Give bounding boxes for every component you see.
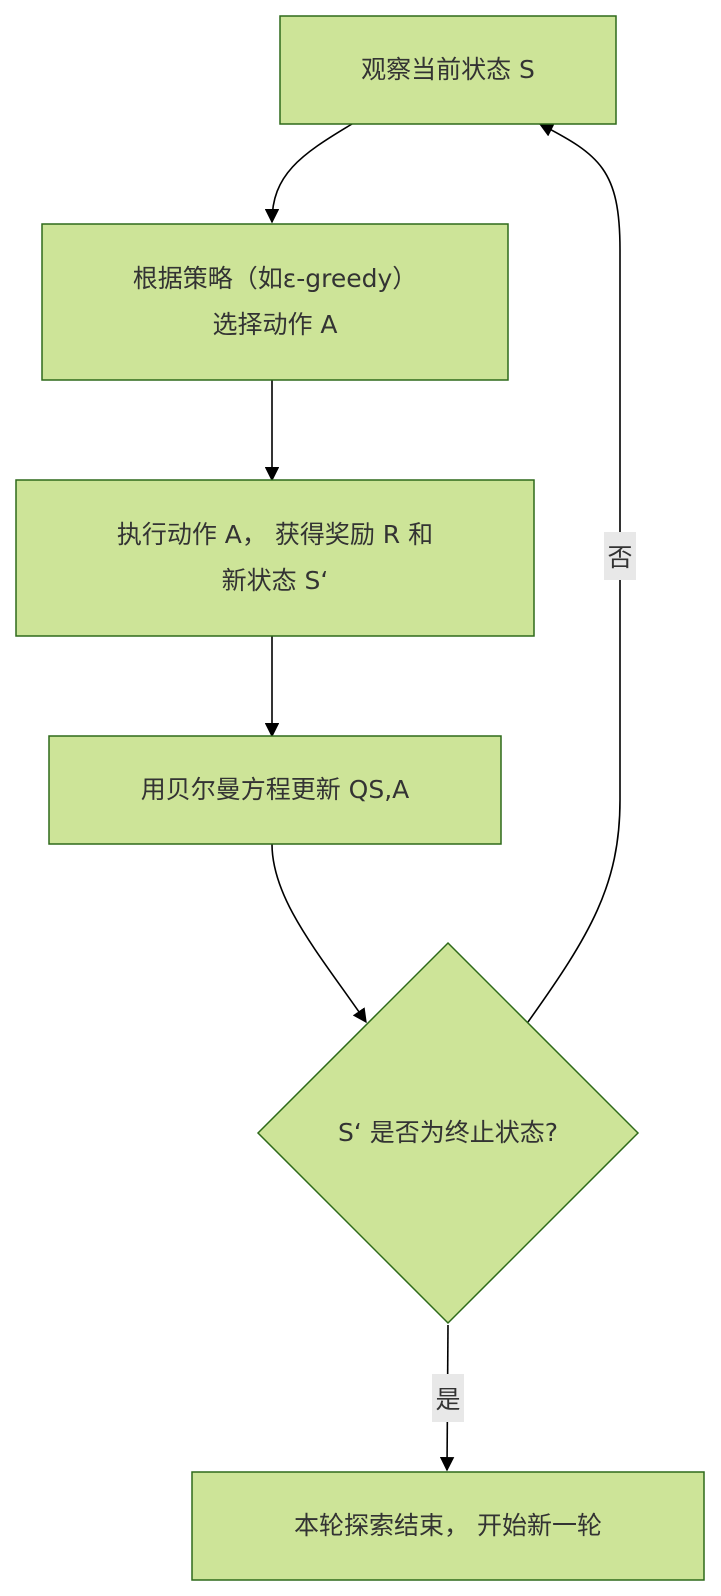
node-observe-state[interactable]: [279, 15, 617, 125]
node-choose-action[interactable]: [41, 223, 509, 381]
node-end-episode[interactable]: [191, 1471, 705, 1581]
node-execute-action[interactable]: [15, 479, 535, 637]
node-choose-action-label: 根据策略（如ε-greedy） 选择动作 A: [132, 264, 418, 339]
edge-label-yes: 是: [432, 1374, 464, 1422]
edge-label-no: 否: [604, 532, 636, 580]
node-end-episode-label: 本轮探索结束， 开始新一轮: [294, 1511, 602, 1540]
node-update-q[interactable]: [48, 735, 502, 845]
edge-update-to-decision: [271, 843, 367, 1024]
node-execute-action-label: 执行动作 A， 获得奖励 R 和 新状态 S‘: [116, 520, 434, 595]
node-terminal-decision-label: S‘ 是否为终止状态?: [337, 1118, 559, 1147]
node-update-q-label: 用贝尔曼方程更新 QS,A: [140, 775, 410, 804]
edge-observe-to-choose: [264, 123, 353, 224]
node-terminal-decision[interactable]: [256, 941, 640, 1325]
edge-decision-to-observe: [527, 123, 621, 1023]
node-observe-state-label: 观察当前状态 S: [361, 55, 535, 84]
